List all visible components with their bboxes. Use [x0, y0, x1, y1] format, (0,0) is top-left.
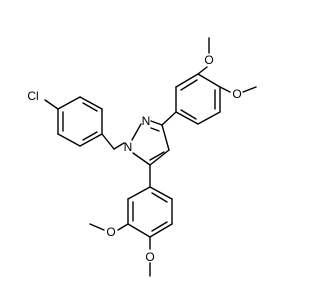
lower-dimethoxyphenyl-ring	[127, 186, 173, 238]
upper-o2-bond	[219, 86, 231, 93]
upper-dimethoxyphenyl-ring	[175, 73, 221, 125]
lower-oxygen-2-label: O	[145, 250, 154, 264]
lower-oxygen-1-label: O	[106, 225, 115, 239]
molecule-structure: Cl N N O O O O	[27, 37, 257, 277]
lower-o1-methyl-bond	[89, 223, 105, 231]
chlorophenyl-ring	[57, 96, 103, 147]
upper-oxygen-1-label: O	[204, 53, 213, 67]
c-cl-bond	[44, 99, 59, 110]
lower-o1-bond	[117, 223, 129, 231]
nitrogen-2-label: N	[142, 114, 151, 128]
pyrazole-upper-aryl-bond	[161, 111, 177, 126]
upper-o2-methyl-bond	[242, 86, 257, 93]
nitrogen-1-label: N	[124, 140, 133, 154]
chlorine-atom-label: Cl	[27, 89, 38, 103]
pyrazole-ring	[131, 120, 170, 166]
upper-oxygen-2-label: O	[232, 87, 241, 101]
ring-ch2-bond	[101, 133, 115, 150]
ch2-n1-bond	[113, 142, 125, 150]
upper-o1-bond	[197, 66, 208, 75]
molecule-canvas: Cl N N O O O O	[27, 37, 257, 277]
